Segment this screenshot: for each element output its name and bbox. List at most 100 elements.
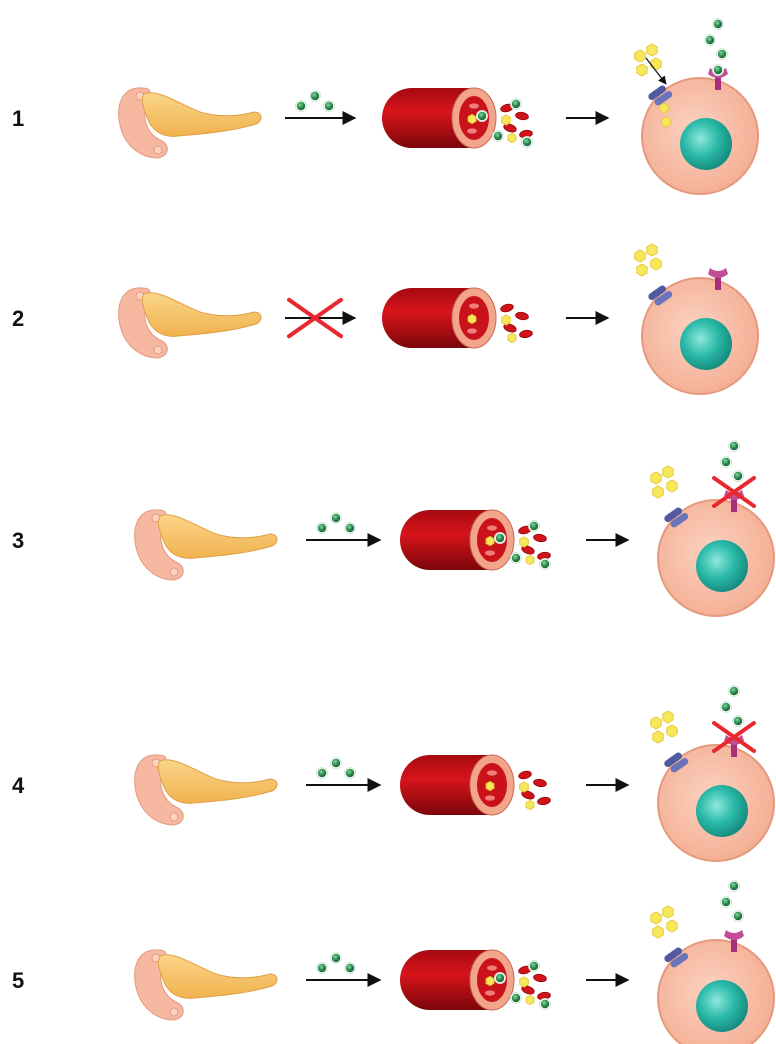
glucose-molecule bbox=[486, 782, 494, 791]
glucose-molecule bbox=[502, 115, 511, 125]
cell-nucleus bbox=[696, 785, 748, 837]
red-blood-cell bbox=[533, 533, 547, 542]
glucose-molecule bbox=[653, 731, 663, 743]
red-blood-cell bbox=[533, 778, 547, 787]
insulin-molecule bbox=[317, 523, 328, 534]
insulin-molecule bbox=[296, 101, 307, 112]
glucose-molecule bbox=[468, 315, 476, 324]
insulin-molecule bbox=[713, 19, 724, 30]
glucose-molecule bbox=[667, 725, 677, 737]
pancreas bbox=[135, 755, 277, 825]
glucose-molecule bbox=[486, 977, 494, 986]
glucose-molecule bbox=[647, 244, 657, 256]
glucose-molecule bbox=[635, 250, 645, 262]
glucose-molecule bbox=[667, 920, 677, 932]
insulin-molecule bbox=[540, 559, 551, 570]
duct-opening bbox=[154, 146, 162, 154]
insulin-molecule bbox=[495, 973, 506, 984]
pancreas bbox=[135, 510, 277, 580]
insulin-molecule bbox=[495, 533, 506, 544]
pancreas-body bbox=[158, 515, 277, 559]
pathway-row: 4 bbox=[12, 686, 774, 862]
insulin-molecule bbox=[729, 441, 740, 452]
glucose-molecule bbox=[637, 64, 647, 76]
blood-vessel bbox=[400, 755, 551, 815]
duct-opening bbox=[154, 346, 162, 354]
pancreas bbox=[135, 950, 277, 1020]
glucose-molecule bbox=[520, 977, 529, 987]
red-blood-cell bbox=[533, 973, 547, 982]
glucose-molecule bbox=[520, 537, 529, 547]
insulin-molecule bbox=[317, 963, 328, 974]
duct-opening bbox=[170, 813, 178, 821]
insulin-molecule bbox=[511, 553, 522, 564]
glucose-molecule bbox=[651, 912, 661, 924]
row-number: 4 bbox=[12, 773, 25, 798]
insulin-molecule bbox=[331, 758, 342, 769]
pancreas-body bbox=[158, 760, 277, 804]
red-blood-cell bbox=[518, 770, 532, 780]
cell-nucleus bbox=[680, 118, 732, 170]
pathway-row: 5 bbox=[12, 881, 774, 1044]
target-cell bbox=[635, 244, 758, 394]
glucose-molecule bbox=[526, 996, 534, 1005]
pathway-row: 3 bbox=[12, 441, 774, 617]
glucose-molecule bbox=[526, 801, 534, 810]
glucose-molecule bbox=[647, 44, 657, 56]
blood-vessel bbox=[382, 88, 533, 148]
glucose-molecule bbox=[651, 258, 661, 270]
glucose-molecule bbox=[663, 906, 673, 918]
insulin-molecule bbox=[529, 521, 540, 532]
glucose-molecule bbox=[653, 486, 663, 498]
target-cell bbox=[635, 19, 758, 195]
glucose-molecule bbox=[468, 115, 476, 124]
insulin-molecule bbox=[733, 911, 744, 922]
blood-vessel bbox=[400, 950, 551, 1010]
glucose-molecule bbox=[667, 480, 677, 492]
glucose-molecule bbox=[508, 334, 516, 343]
insulin-molecule bbox=[733, 471, 744, 482]
insulin-molecule bbox=[729, 686, 740, 697]
glucose-molecule bbox=[663, 711, 673, 723]
insulin-molecule bbox=[721, 702, 732, 713]
duct-opening bbox=[170, 568, 178, 576]
insulin-molecule bbox=[345, 523, 356, 534]
insulin-molecule bbox=[705, 35, 716, 46]
red-blood-cell bbox=[519, 329, 533, 338]
insulin-molecule bbox=[733, 716, 744, 727]
insulin-molecule bbox=[345, 768, 356, 779]
pancreas-body bbox=[142, 93, 261, 137]
cell-nucleus bbox=[696, 980, 748, 1032]
insulin-molecule bbox=[721, 457, 732, 468]
glucose-molecule bbox=[662, 117, 671, 127]
row-number: 3 bbox=[12, 528, 24, 553]
glucose-molecule bbox=[653, 926, 663, 938]
red-blood-cell bbox=[515, 311, 529, 320]
glucose-molecule bbox=[663, 466, 673, 478]
insulin-molecule bbox=[477, 111, 488, 122]
glucose-molecule bbox=[651, 58, 661, 70]
pancreas bbox=[119, 88, 261, 158]
insulin-molecule bbox=[511, 99, 522, 110]
target-cell bbox=[651, 441, 774, 617]
insulin-molecule bbox=[493, 131, 504, 142]
insulin-molecule bbox=[317, 768, 328, 779]
glucose-molecule bbox=[508, 134, 516, 143]
insulin-molecule bbox=[331, 953, 342, 964]
glucose-molecule bbox=[660, 103, 669, 113]
red-blood-cell bbox=[500, 303, 514, 313]
glucose-molecule bbox=[486, 537, 494, 546]
insulin-molecule bbox=[331, 513, 342, 524]
glucose-molecule bbox=[526, 556, 534, 565]
glucose-molecule bbox=[520, 782, 529, 792]
insulin-molecule bbox=[310, 91, 321, 102]
pancreas-body bbox=[142, 293, 261, 337]
pancreas-body bbox=[158, 955, 277, 999]
pancreas bbox=[119, 288, 261, 358]
insulin-molecule bbox=[717, 49, 728, 60]
row-number: 2 bbox=[12, 306, 24, 331]
glucose-molecule bbox=[635, 50, 645, 62]
insulin-molecule bbox=[324, 101, 335, 112]
cell-nucleus bbox=[680, 318, 732, 370]
